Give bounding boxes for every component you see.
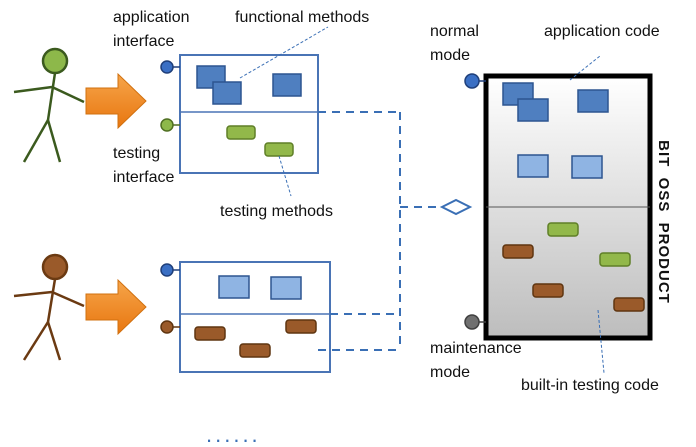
built-in-testing-box: [532, 283, 564, 298]
application-code-box: [577, 89, 609, 113]
application-code-box: [517, 154, 549, 178]
functional-method-box: [218, 275, 250, 299]
application-code-pointer: [569, 55, 601, 81]
maintenance-mode-label-line1: maintenance: [430, 340, 522, 357]
testing-method-box: [226, 125, 256, 140]
arrow-to-component-2: [85, 278, 147, 336]
application-code-box: [517, 98, 549, 122]
testing-method-box: [194, 326, 226, 341]
testing-interface-label-line1: testing: [113, 145, 161, 162]
tester-actor-green: [13, 47, 85, 163]
application-interface-port: [160, 263, 174, 277]
built-in-testing-pointer: [597, 309, 605, 374]
testing-method-box: [285, 319, 317, 334]
functional-methods-label: functional methods: [235, 9, 370, 26]
built-in-testing-box: [547, 222, 579, 237]
product-title: BIT OSS PRODUCT: [655, 140, 672, 304]
functional-method-box: [270, 276, 302, 300]
application-code-box: [571, 155, 603, 179]
normal-mode-port: [464, 73, 480, 89]
testing-methods-pointer: [278, 155, 292, 197]
built-in-testing-box: [599, 252, 631, 267]
testing-interface-port: [160, 118, 174, 132]
built-in-testing-box: [502, 244, 534, 259]
aggregation-diamond: [439, 198, 473, 216]
testing-interface-label-line2: interface: [113, 169, 175, 186]
built-in-testing-box: [613, 297, 645, 312]
arrow-to-component-1: [85, 72, 147, 130]
ellipsis: ......: [206, 422, 261, 442]
testing-method-box: [264, 142, 294, 157]
application-code-label: application code: [544, 23, 660, 40]
functional-methods-pointer: [239, 26, 329, 79]
tester-actor-brown: [13, 253, 85, 361]
normal-mode-label-line1: normal: [430, 23, 479, 40]
composition-connectors: [318, 111, 442, 351]
component-1: [160, 54, 319, 174]
bit-oss-product: [464, 73, 653, 341]
maintenance-mode-port: [464, 314, 480, 330]
application-interface-label-line1: application: [113, 9, 190, 26]
built-in-testing-code-label: built-in testing code: [521, 377, 659, 394]
functional-method-box: [212, 81, 242, 105]
maintenance-mode-label-line2: mode: [430, 364, 471, 381]
component-2: [160, 261, 331, 373]
application-interface-port: [160, 60, 174, 74]
testing-interface-port: [160, 320, 174, 334]
normal-mode-label-line2: mode: [430, 47, 471, 64]
testing-methods-label: testing methods: [220, 203, 333, 220]
application-interface-label-line2: interface: [113, 33, 175, 50]
functional-method-box: [272, 73, 302, 97]
testing-method-box: [239, 343, 271, 358]
